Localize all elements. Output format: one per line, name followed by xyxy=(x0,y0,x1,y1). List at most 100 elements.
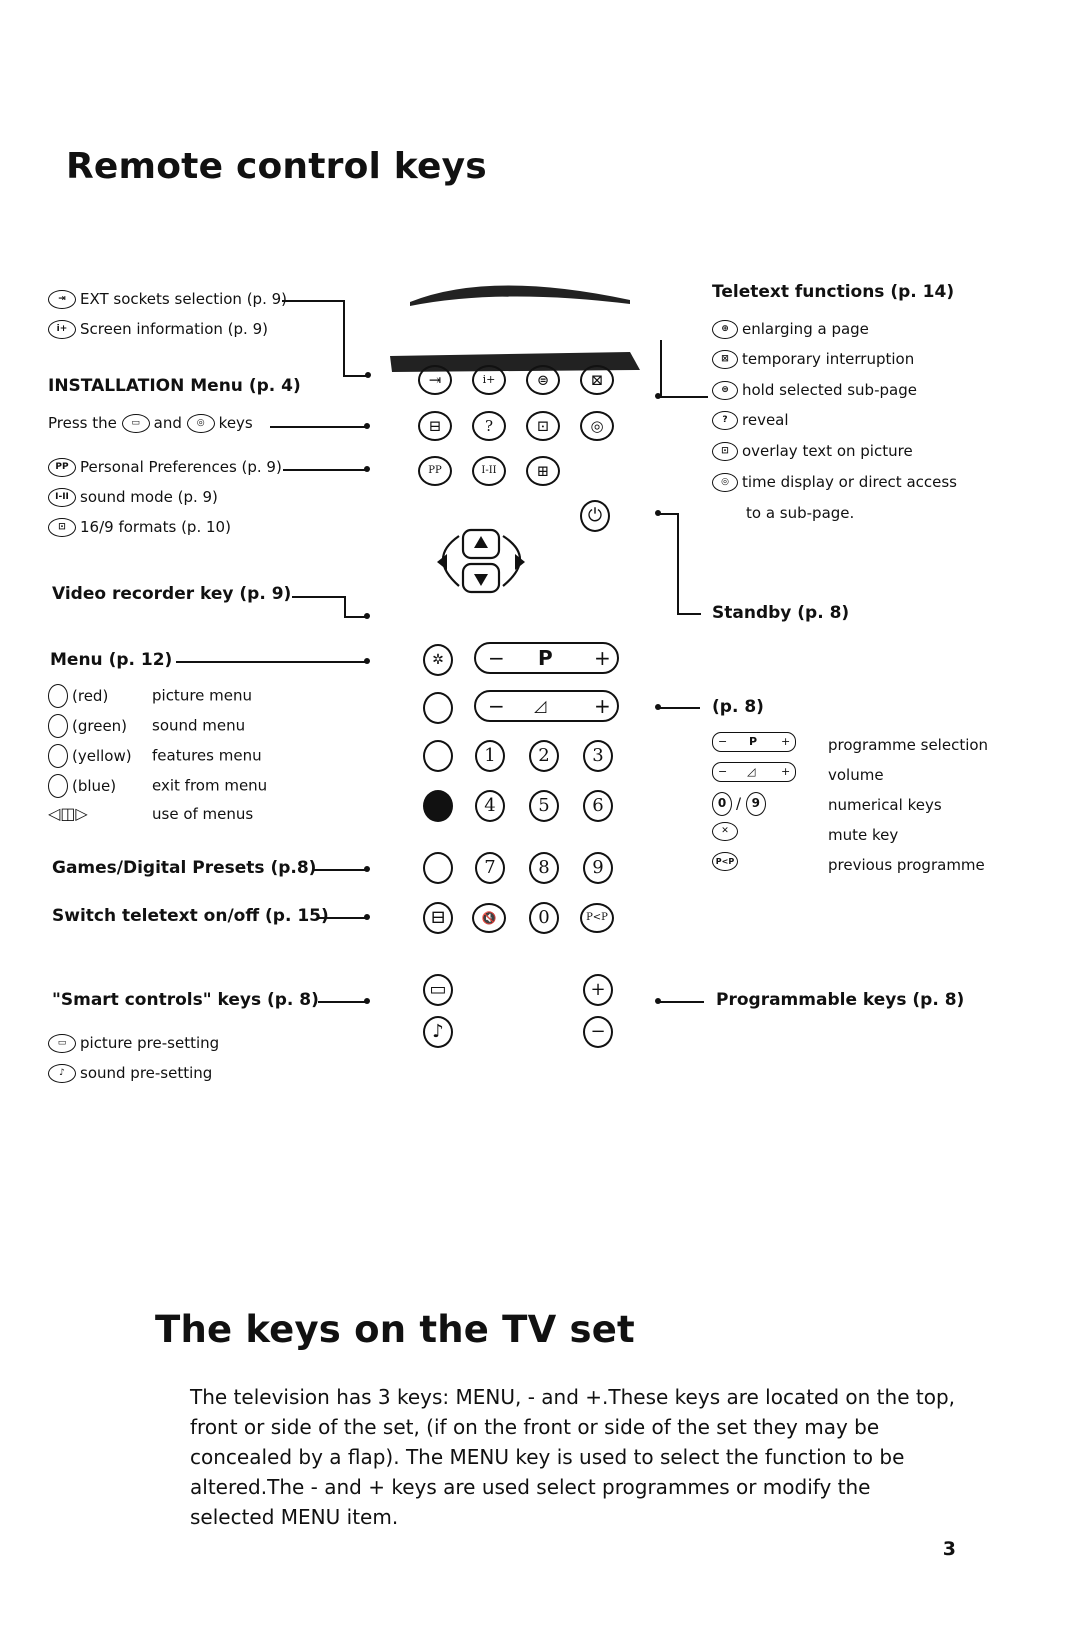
green-key-icon xyxy=(48,714,68,738)
digit-3-key[interactable]: 3 xyxy=(583,740,613,772)
legend-previous: P<P xyxy=(712,852,742,871)
personal-prefs-key[interactable]: PP xyxy=(418,456,452,486)
connector xyxy=(660,396,708,398)
press-keys-item: Press the ▭and ◎keys xyxy=(48,414,253,433)
volume-icon: ◿ xyxy=(534,696,547,715)
time-key[interactable]: ◎ xyxy=(580,411,614,441)
digit-8-key[interactable]: 8 xyxy=(529,852,559,884)
screen-info-icon: i+ xyxy=(48,320,76,339)
digit-4-key[interactable]: 4 xyxy=(475,790,505,822)
digit-6-key[interactable]: 6 xyxy=(583,790,613,822)
connector xyxy=(318,917,366,919)
connector xyxy=(660,1001,704,1003)
clock-key-icon: ◎ xyxy=(186,414,215,433)
overlay-icon: ⊡ xyxy=(712,442,738,461)
cursor-cluster[interactable] xyxy=(415,520,555,610)
picture-preset-item: ▭picture pre-setting xyxy=(48,1034,219,1053)
standby-label: Standby (p. 8) xyxy=(712,603,850,623)
connector-dot xyxy=(364,466,370,472)
color-key-red: (red)picture menu xyxy=(48,684,252,708)
games-label: Games/Digital Presets (p.8) xyxy=(52,858,317,878)
connector-dot xyxy=(364,914,370,920)
programmable-label: Programmable keys (p. 8) xyxy=(716,990,965,1010)
prog-minus[interactable]: − xyxy=(488,646,505,670)
programme-pill[interactable]: − P + xyxy=(474,642,619,674)
smart-controls-label: "Smart controls" keys (p. 8) xyxy=(52,990,319,1010)
mute-key[interactable]: 🔇 xyxy=(472,903,506,933)
red-key-icon xyxy=(48,684,68,708)
vol-minus[interactable]: − xyxy=(488,694,505,718)
teletext-item-4: ?reveal xyxy=(712,411,789,430)
connector xyxy=(283,469,366,471)
personal-prefs-icon: PP xyxy=(48,458,76,477)
connector xyxy=(292,596,344,598)
menu-key[interactable]: ✲ xyxy=(423,644,453,676)
page-title: Remote control keys xyxy=(66,146,487,187)
picture-preset-icon: ▭ xyxy=(48,1034,76,1053)
blue-key[interactable] xyxy=(423,852,453,884)
volume-pill[interactable]: − ◿ + xyxy=(474,690,619,722)
programmable-plus-key[interactable]: + xyxy=(583,974,613,1006)
p8-label: (p. 8) xyxy=(712,697,764,717)
previous-programme-icon: P<P xyxy=(712,852,738,871)
connector xyxy=(660,513,678,515)
standby-button[interactable]: ⏻ xyxy=(580,500,610,532)
connector-dot xyxy=(655,998,661,1004)
screen-key-icon: ▭ xyxy=(121,414,150,433)
prog-label: P xyxy=(538,646,553,670)
connector xyxy=(344,616,366,618)
overlay-key[interactable]: ⊡ xyxy=(526,411,560,441)
mute-icon: ✕ xyxy=(712,822,738,841)
previous-programme-key[interactable]: P<P xyxy=(580,903,614,933)
color-key-blue: (blue)exit from menu xyxy=(48,774,267,798)
enlarge-icon: ⊕ xyxy=(712,320,738,339)
teletext-key[interactable]: ⊟ xyxy=(423,902,453,934)
connector xyxy=(312,869,366,871)
screen-info-key[interactable]: i+ xyxy=(472,365,506,395)
legend-numerical: 0/ 9 xyxy=(712,792,770,816)
blue-key-icon xyxy=(48,774,68,798)
digit-0-key[interactable]: 0 xyxy=(529,902,559,934)
interrupt-key[interactable]: ⊠ xyxy=(580,365,614,395)
teletext-switch-label: Switch teletext on/off (p. 15) xyxy=(52,906,329,926)
yellow-key[interactable] xyxy=(423,790,453,822)
digit-9-key[interactable]: 9 xyxy=(583,852,613,884)
sound-mode-key[interactable]: I-II xyxy=(472,456,506,486)
teletext-item-1: ⊕enlarging a page xyxy=(712,320,869,339)
digit-1-key[interactable]: 1 xyxy=(475,740,505,772)
ext-key[interactable]: ⇥ xyxy=(418,365,452,395)
menu-label: Menu (p. 12) xyxy=(50,650,173,670)
picture-preset-key[interactable]: ▭ xyxy=(423,974,453,1006)
time-icon: ◎ xyxy=(712,473,738,492)
formats-item: ⊡16/9 formats (p. 10) xyxy=(48,518,231,537)
teletext-screen-key[interactable]: ⊟ xyxy=(418,411,452,441)
connector-dot xyxy=(364,866,370,872)
digit-7-key[interactable]: 7 xyxy=(475,852,505,884)
hold-key[interactable]: ⊜ xyxy=(526,365,560,395)
formats-key[interactable]: ⊞ xyxy=(526,456,560,486)
reveal-icon: ? xyxy=(712,411,738,430)
teletext-item-5: ⊡overlay text on picture xyxy=(712,442,913,461)
legend-previous-desc: previous programme xyxy=(828,856,985,874)
red-key[interactable] xyxy=(423,692,453,724)
legend-programme-desc: programme selection xyxy=(828,736,989,754)
programmable-minus-key[interactable]: − xyxy=(583,1016,613,1048)
green-key[interactable] xyxy=(423,740,453,772)
ext-item: ⇥EXT sockets selection (p. 9) xyxy=(48,290,287,309)
digit-2-key[interactable]: 2 xyxy=(529,740,559,772)
reveal-key[interactable]: ? xyxy=(472,411,506,441)
prog-plus[interactable]: + xyxy=(594,646,611,670)
color-key-green: (green)sound menu xyxy=(48,714,245,738)
digit-5-key[interactable]: 5 xyxy=(529,790,559,822)
connector xyxy=(282,300,344,302)
page-number: 3 xyxy=(942,1538,956,1560)
legend-programme: −P+ xyxy=(712,732,796,752)
digit-0-icon: 0 xyxy=(712,792,732,816)
connector-dot xyxy=(364,998,370,1004)
video-recorder-label: Video recorder key (p. 9) xyxy=(52,584,292,604)
vol-plus[interactable]: + xyxy=(594,694,611,718)
sound-preset-item: ♪sound pre-setting xyxy=(48,1064,212,1083)
legend-numerical-desc: numerical keys xyxy=(828,796,942,814)
sound-preset-key[interactable]: ♪ xyxy=(423,1016,453,1048)
